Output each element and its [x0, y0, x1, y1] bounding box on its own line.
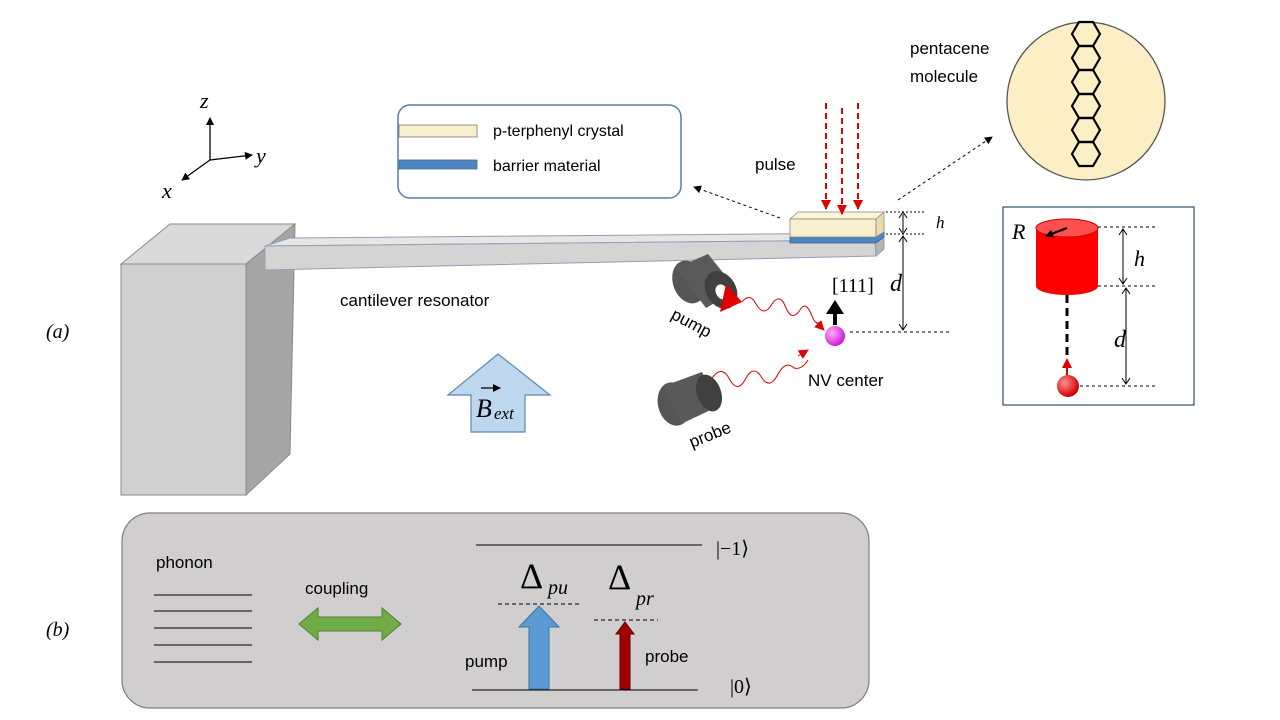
legend-swatch-crystal	[398, 124, 478, 138]
b-field-arrow: B ext	[446, 353, 552, 433]
nv-center-label: NV center	[808, 371, 884, 390]
panel-a-label: (a)	[46, 321, 70, 343]
state-lower-label: |0⟩	[730, 676, 752, 698]
legend-label-barrier: barrier material	[493, 158, 601, 175]
nv-center: [111] NV center	[808, 275, 884, 390]
inset-spin-arrowhead	[1062, 358, 1072, 368]
probe-beam-tip	[797, 349, 809, 359]
pump-beam-tip	[814, 320, 825, 331]
b-field-label: B	[476, 394, 492, 423]
x-axis	[181, 159, 211, 181]
inset-cylinder-bottom	[1036, 277, 1098, 295]
b-field-subscript: ext	[494, 404, 515, 423]
pentacene-molecule: pentacene molecule	[910, 20, 1166, 181]
inset-box	[1002, 206, 1195, 406]
probe-transition-label: probe	[645, 647, 688, 666]
nv-axis-arrowhead	[826, 300, 844, 314]
dimension-markers: h d	[850, 211, 952, 333]
cantilever-beam	[264, 231, 886, 271]
delta-pu-subscript: pu	[546, 577, 568, 599]
panel-a: (a) z y x p-terphenyl crystal barrier ma…	[46, 20, 1195, 497]
crystal-front	[789, 218, 877, 238]
crystal-top	[788, 211, 886, 220]
inset-h-label: h	[1134, 246, 1145, 271]
state-upper-label: |−1⟩	[716, 538, 749, 560]
legend-swatch-barrier	[398, 159, 478, 170]
pump-label: pump	[668, 305, 714, 342]
delta-pu-symbol: Δ	[520, 556, 543, 596]
material-legend: p-terphenyl crystal barrier material	[397, 104, 682, 199]
direction-label: [111]	[832, 275, 874, 297]
crystal-stack	[788, 211, 886, 244]
nv-center-dot	[825, 326, 845, 346]
pump-beam	[741, 297, 821, 324]
inset-cylinder-body	[1036, 228, 1098, 286]
inset-r-label: R	[1011, 219, 1026, 244]
phonon-label: phonon	[156, 553, 213, 572]
energy-level-box	[121, 512, 870, 709]
pump-beam-cone	[720, 284, 742, 312]
legend-box	[397, 104, 682, 199]
delta-pr-subscript: pr	[634, 588, 654, 610]
y-axis	[209, 151, 253, 161]
pump-laser: pump	[668, 254, 825, 342]
delta-pr-symbol: Δ	[608, 557, 631, 597]
probe-laser: probe	[657, 349, 809, 452]
phonon-levels	[154, 594, 252, 663]
probe-label: probe	[686, 418, 733, 452]
molecule-leader-line	[897, 136, 993, 201]
geometry-inset: R h d	[1002, 206, 1195, 406]
coupling-label: coupling	[305, 579, 368, 598]
b-field-shape	[446, 353, 552, 433]
inset-radius-arrow	[1045, 226, 1068, 238]
laser-pulse: pulse	[755, 103, 863, 215]
molecule-label-line2: molecule	[910, 67, 978, 86]
h-label: h	[936, 213, 945, 232]
coordinate-axes: z y x	[161, 88, 266, 203]
coupling-arrow	[298, 606, 402, 642]
probe-beam	[711, 359, 809, 387]
probe-transition-arrow	[615, 621, 635, 690]
support-front-face	[120, 263, 247, 496]
pump-transition-label: pump	[465, 652, 508, 671]
y-axis-label: y	[254, 143, 266, 168]
legend-label-crystal: p-terphenyl crystal	[493, 123, 624, 140]
x-axis-label: x	[161, 178, 172, 203]
pulse-label: pulse	[755, 155, 796, 174]
inset-nv-dot	[1057, 375, 1079, 397]
panel-b-label: (b)	[46, 619, 70, 641]
panel-b: (b) phonon coupling |−1⟩ |0⟩ Δ pu Δ pr p…	[46, 512, 870, 709]
support-block	[119, 222, 297, 497]
legend-leader-line	[693, 185, 781, 219]
crystal-side	[875, 211, 885, 238]
probe-face	[695, 374, 723, 412]
d-label: d	[890, 271, 903, 297]
cantilever-label: cantilever resonator	[340, 291, 490, 310]
z-axis-label: z	[199, 88, 209, 113]
molecule-label-line1: pentacene	[910, 39, 989, 58]
pump-transition-arrow	[517, 605, 561, 690]
molecule-rings	[1070, 20, 1102, 168]
inset-d-label: d	[1114, 327, 1127, 353]
